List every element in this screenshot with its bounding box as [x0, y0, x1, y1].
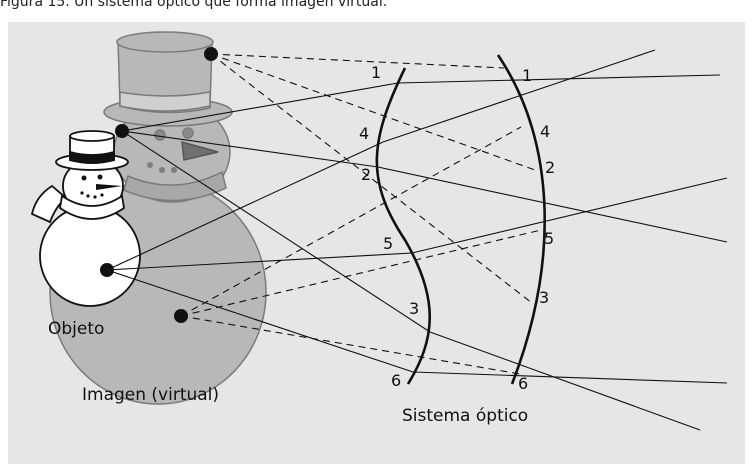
- virtual-ray-2: [210, 53, 536, 171]
- ray-3-exit: [429, 331, 701, 431]
- object-body: [39, 205, 141, 307]
- ray-5-exit: [411, 177, 728, 254]
- virtual-mouth-dot: [159, 167, 165, 173]
- ray-number-label: 1: [371, 63, 381, 82]
- object-hat-band: [69, 150, 115, 164]
- ray-number-label: 1: [522, 66, 532, 85]
- virtual-mouth-dot: [171, 167, 177, 173]
- object-label: Objeto: [48, 319, 104, 339]
- virtual-ray-5: [180, 229, 542, 317]
- object-mouth-dot: [86, 194, 90, 198]
- object-eye-right: [97, 174, 103, 180]
- virtual-ray-6: [180, 315, 521, 375]
- virtual-ray-3: [210, 53, 533, 304]
- ray-number-label: 4: [540, 122, 550, 141]
- surface-2-ray-labels: 1 4 2 5 3 6: [518, 66, 555, 393]
- ray-4-exit: [382, 49, 656, 143]
- ray-6-exit: [412, 371, 728, 384]
- virtual-ray-4: [180, 126, 522, 317]
- object-mouth-dot: [80, 191, 84, 195]
- object-nose: [96, 184, 122, 190]
- ray-2-exit: [377, 166, 728, 243]
- ray-5-incident: [106, 252, 413, 271]
- optical-surface-2: [496, 54, 546, 385]
- ray-4-incident: [106, 141, 384, 271]
- optical-surface-1: [375, 67, 431, 385]
- object-mouth-dot: [100, 193, 104, 197]
- object-eye-left: [81, 175, 87, 181]
- object-snowman: [30, 130, 141, 307]
- virtual-image-label: Imagen (virtual): [82, 385, 219, 405]
- virtual-eye-right: [182, 127, 194, 139]
- ray-3-incident: [121, 130, 431, 333]
- object-point-hat: [115, 124, 129, 138]
- ray-number-label: 5: [383, 234, 393, 253]
- ray-6-incident: [106, 269, 414, 373]
- object-point-body: [100, 263, 114, 277]
- object-scarf: [59, 194, 125, 220]
- ray-number-label: 6: [518, 374, 528, 393]
- virtual-hat-rim: [116, 31, 214, 53]
- ray-number-label: 3: [539, 288, 549, 307]
- object-hat-rim: [69, 130, 115, 142]
- ray-number-label: 4: [359, 124, 369, 143]
- virtual-eye-left: [154, 129, 166, 141]
- virtual-point-body: [174, 309, 188, 323]
- figure-caption: Figura 15. Un sistema óptico que forma i…: [0, 0, 388, 10]
- virtual-ray-1: [210, 53, 505, 69]
- dashed-rays: [180, 53, 542, 375]
- ray-number-label: 2: [361, 165, 371, 184]
- virtual-point-hat: [204, 47, 218, 61]
- virtual-mouth-dot: [147, 162, 153, 168]
- object-mouth-dot: [93, 195, 97, 199]
- ray-1-exit: [397, 74, 721, 84]
- optical-system-label: Sistema óptico: [402, 406, 528, 426]
- ray-number-label: 3: [409, 299, 419, 318]
- virtual-hat-band: [119, 91, 211, 112]
- ray-2-incident: [121, 130, 379, 168]
- surface-1-ray-labels: 1 4 2 5 3 6: [359, 63, 419, 390]
- virtual-nose: [181, 140, 219, 161]
- ray-number-label: 6: [391, 371, 401, 390]
- virtual-scarf: [123, 170, 227, 202]
- ray-number-label: 2: [545, 158, 555, 177]
- ray-number-label: 5: [544, 229, 554, 248]
- solid-rays: [106, 49, 728, 431]
- ray-1-incident: [121, 82, 399, 132]
